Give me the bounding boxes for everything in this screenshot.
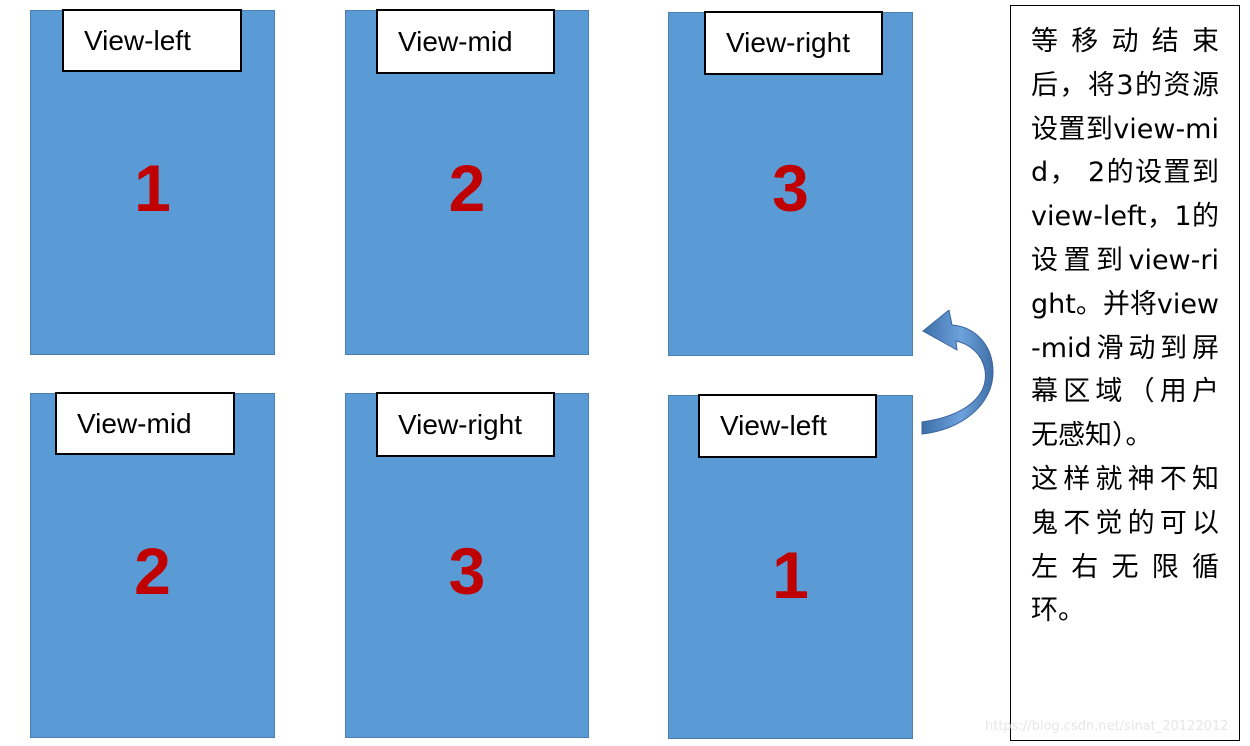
panel-top-middle: View-mid 2 <box>345 9 589 355</box>
note-paragraph: 这样就神不知鬼不觉的可以左右无限循环。 <box>1031 463 1219 627</box>
panel-number: 1 <box>772 538 809 612</box>
panel-label: View-mid <box>376 9 555 74</box>
curved-arrow-icon <box>921 310 994 435</box>
panel-number: 3 <box>448 534 486 608</box>
watermark: https://blog.csdn.net/sinat_20122012 <box>985 719 1229 734</box>
panel-top-left: View-left 1 <box>30 9 275 355</box>
note-paragraph: 等移动结束后，将3的资源设置到view-mid， 2的设置到view-left，… <box>1031 26 1220 452</box>
panel-number: 2 <box>448 151 486 225</box>
panel-label: View-mid <box>55 392 235 455</box>
panel-bottom-middle: View-right 3 <box>345 392 589 738</box>
panel-label: View-right <box>376 392 555 457</box>
panel-number: 2 <box>134 534 171 608</box>
panel-top-right: View-right 3 <box>668 11 913 356</box>
explanation-note: 等移动结束后，将3的资源设置到view-mid， 2的设置到view-left，… <box>1010 5 1240 741</box>
panel-bottom-right: View-left 1 <box>668 394 913 739</box>
panel-bottom-left: View-mid 2 <box>30 392 275 738</box>
panel-label: View-right <box>704 11 883 75</box>
panel-label: View-left <box>698 394 877 458</box>
panel-number: 3 <box>772 151 809 225</box>
panel-number: 1 <box>134 151 171 225</box>
panel-label: View-left <box>62 9 242 72</box>
